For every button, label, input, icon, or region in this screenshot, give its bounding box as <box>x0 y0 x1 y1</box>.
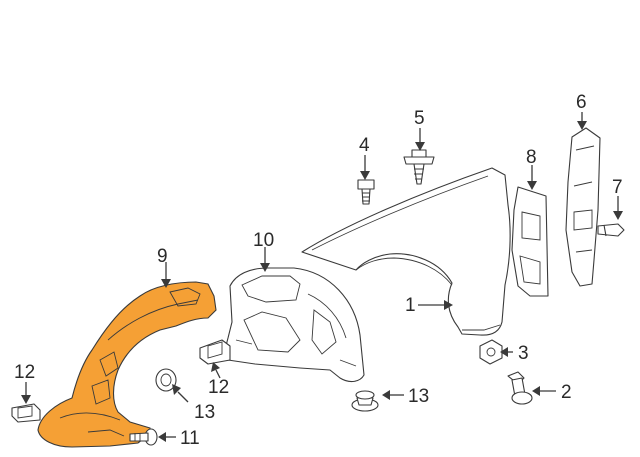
callout-12-left: 12 <box>14 362 35 383</box>
bolt-part-4 <box>357 179 375 205</box>
bolt-part-2 <box>507 371 533 405</box>
fender-part <box>301 167 511 336</box>
clip-part-7 <box>597 223 625 237</box>
callout-6: 6 <box>576 92 587 113</box>
callout-8: 8 <box>526 147 537 168</box>
pillar-seal-part <box>565 127 601 287</box>
front-liner-part-highlighted <box>37 281 217 448</box>
clip-part-13a <box>155 368 177 392</box>
screw-part-5 <box>403 149 435 185</box>
bracket-part <box>511 186 549 297</box>
clip-nut-part-12b <box>199 339 231 365</box>
callout-13-right: 13 <box>408 386 429 407</box>
leader-lines <box>21 112 623 442</box>
callout-7: 7 <box>612 177 623 198</box>
callout-5: 5 <box>414 108 425 129</box>
clip-nut-part-12a <box>11 403 41 423</box>
callout-labels: 9 10 4 5 8 6 7 1 3 2 13 13 12 12 11 <box>14 92 623 449</box>
callout-4: 4 <box>359 135 370 156</box>
wheelhouse-liner-part <box>225 267 365 383</box>
callout-13-left: 13 <box>194 402 215 423</box>
callout-1: 1 <box>405 295 416 316</box>
callout-3: 3 <box>518 343 529 364</box>
push-pin-part-11 <box>129 428 158 446</box>
callout-2: 2 <box>561 382 572 403</box>
clip-part-13b <box>351 390 379 412</box>
callout-9: 9 <box>157 246 168 267</box>
nut-part-3 <box>479 339 503 365</box>
callout-12-middle: 12 <box>208 377 229 398</box>
callout-11: 11 <box>180 428 200 449</box>
callout-10: 10 <box>253 230 274 251</box>
